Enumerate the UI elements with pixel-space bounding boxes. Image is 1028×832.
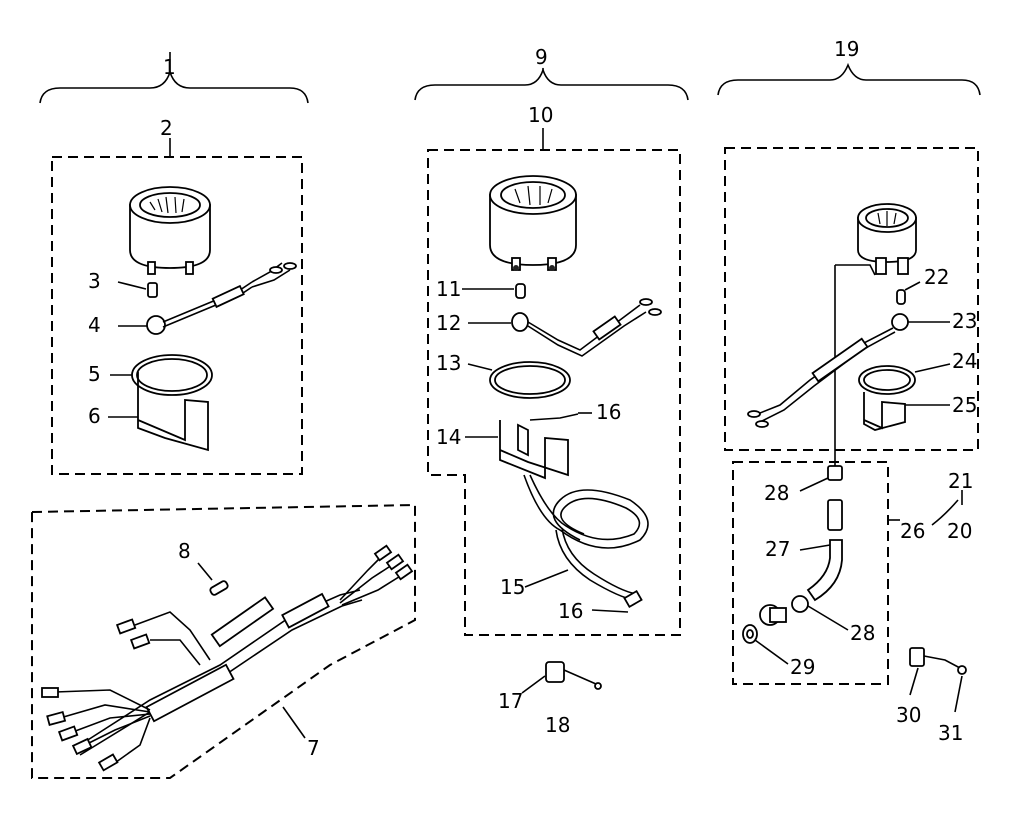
gauge-kit-box-center: [427, 149, 681, 636]
callout-6: 6: [88, 404, 101, 428]
callout-21: 21: [948, 469, 973, 493]
callout-22: 22: [924, 265, 949, 289]
gauge-meter-center: [489, 175, 577, 271]
callout-1: 1: [163, 55, 176, 79]
callout-28-upper: 28: [764, 481, 789, 505]
fitting-kit-box: [732, 461, 889, 685]
harness-box: [31, 503, 416, 779]
gauge-kit-box: [51, 156, 303, 475]
callout-15: 15: [500, 575, 525, 599]
callout-25: 25: [952, 393, 977, 417]
callout-labels: 1 2 3 4 5 6 7 8 9 10 11 12 13 14 15 16 1…: [88, 37, 977, 760]
nut: [147, 282, 158, 298]
pitot-tube: [523, 474, 649, 609]
gauge-kit-box-right: [724, 147, 979, 451]
callout-8: 8: [178, 539, 191, 563]
lamp-wire-center: [511, 298, 662, 357]
lamp-wire-assembly: [146, 262, 297, 335]
gauge-meter: [129, 186, 211, 275]
callout-18: 18: [545, 713, 570, 737]
callout-9: 9: [535, 45, 548, 69]
callout-19: 19: [834, 37, 859, 61]
callout-16-upper: 16: [596, 400, 621, 424]
lamp-wire-right: [747, 313, 909, 428]
callout-23: 23: [952, 309, 977, 333]
group-19-gauge-kit: [717, 62, 981, 713]
callout-10: 10: [528, 103, 553, 127]
gauge-meter-right: [857, 203, 917, 275]
callout-7: 7: [307, 736, 320, 760]
callout-27: 27: [765, 537, 790, 561]
callout-17: 17: [498, 689, 523, 713]
callout-2: 2: [160, 116, 173, 140]
callout-30: 30: [896, 703, 921, 727]
group-1-gauge-kit: [39, 52, 309, 475]
callout-16-lower: 16: [558, 599, 583, 623]
wire-harness: [41, 544, 414, 772]
fuse: [209, 580, 229, 596]
callout-11: 11: [436, 277, 461, 301]
mounting-bracket: [137, 372, 209, 452]
callout-14: 14: [436, 425, 461, 449]
callout-5: 5: [88, 362, 101, 386]
callout-3: 3: [88, 269, 101, 293]
group-7-wiring-harness: [31, 503, 416, 779]
callout-28-lower: 28: [850, 621, 875, 645]
callout-4: 4: [88, 313, 101, 337]
callout-20: 20: [947, 519, 972, 543]
callout-13: 13: [436, 351, 461, 375]
group-9-gauge-kit: [414, 67, 689, 694]
callout-26: 26: [900, 519, 925, 543]
callout-31: 31: [938, 721, 963, 745]
callout-24: 24: [952, 349, 977, 373]
callout-12: 12: [436, 311, 461, 335]
callout-29: 29: [790, 655, 815, 679]
bracket-center: [499, 413, 579, 480]
clip: [545, 661, 565, 683]
